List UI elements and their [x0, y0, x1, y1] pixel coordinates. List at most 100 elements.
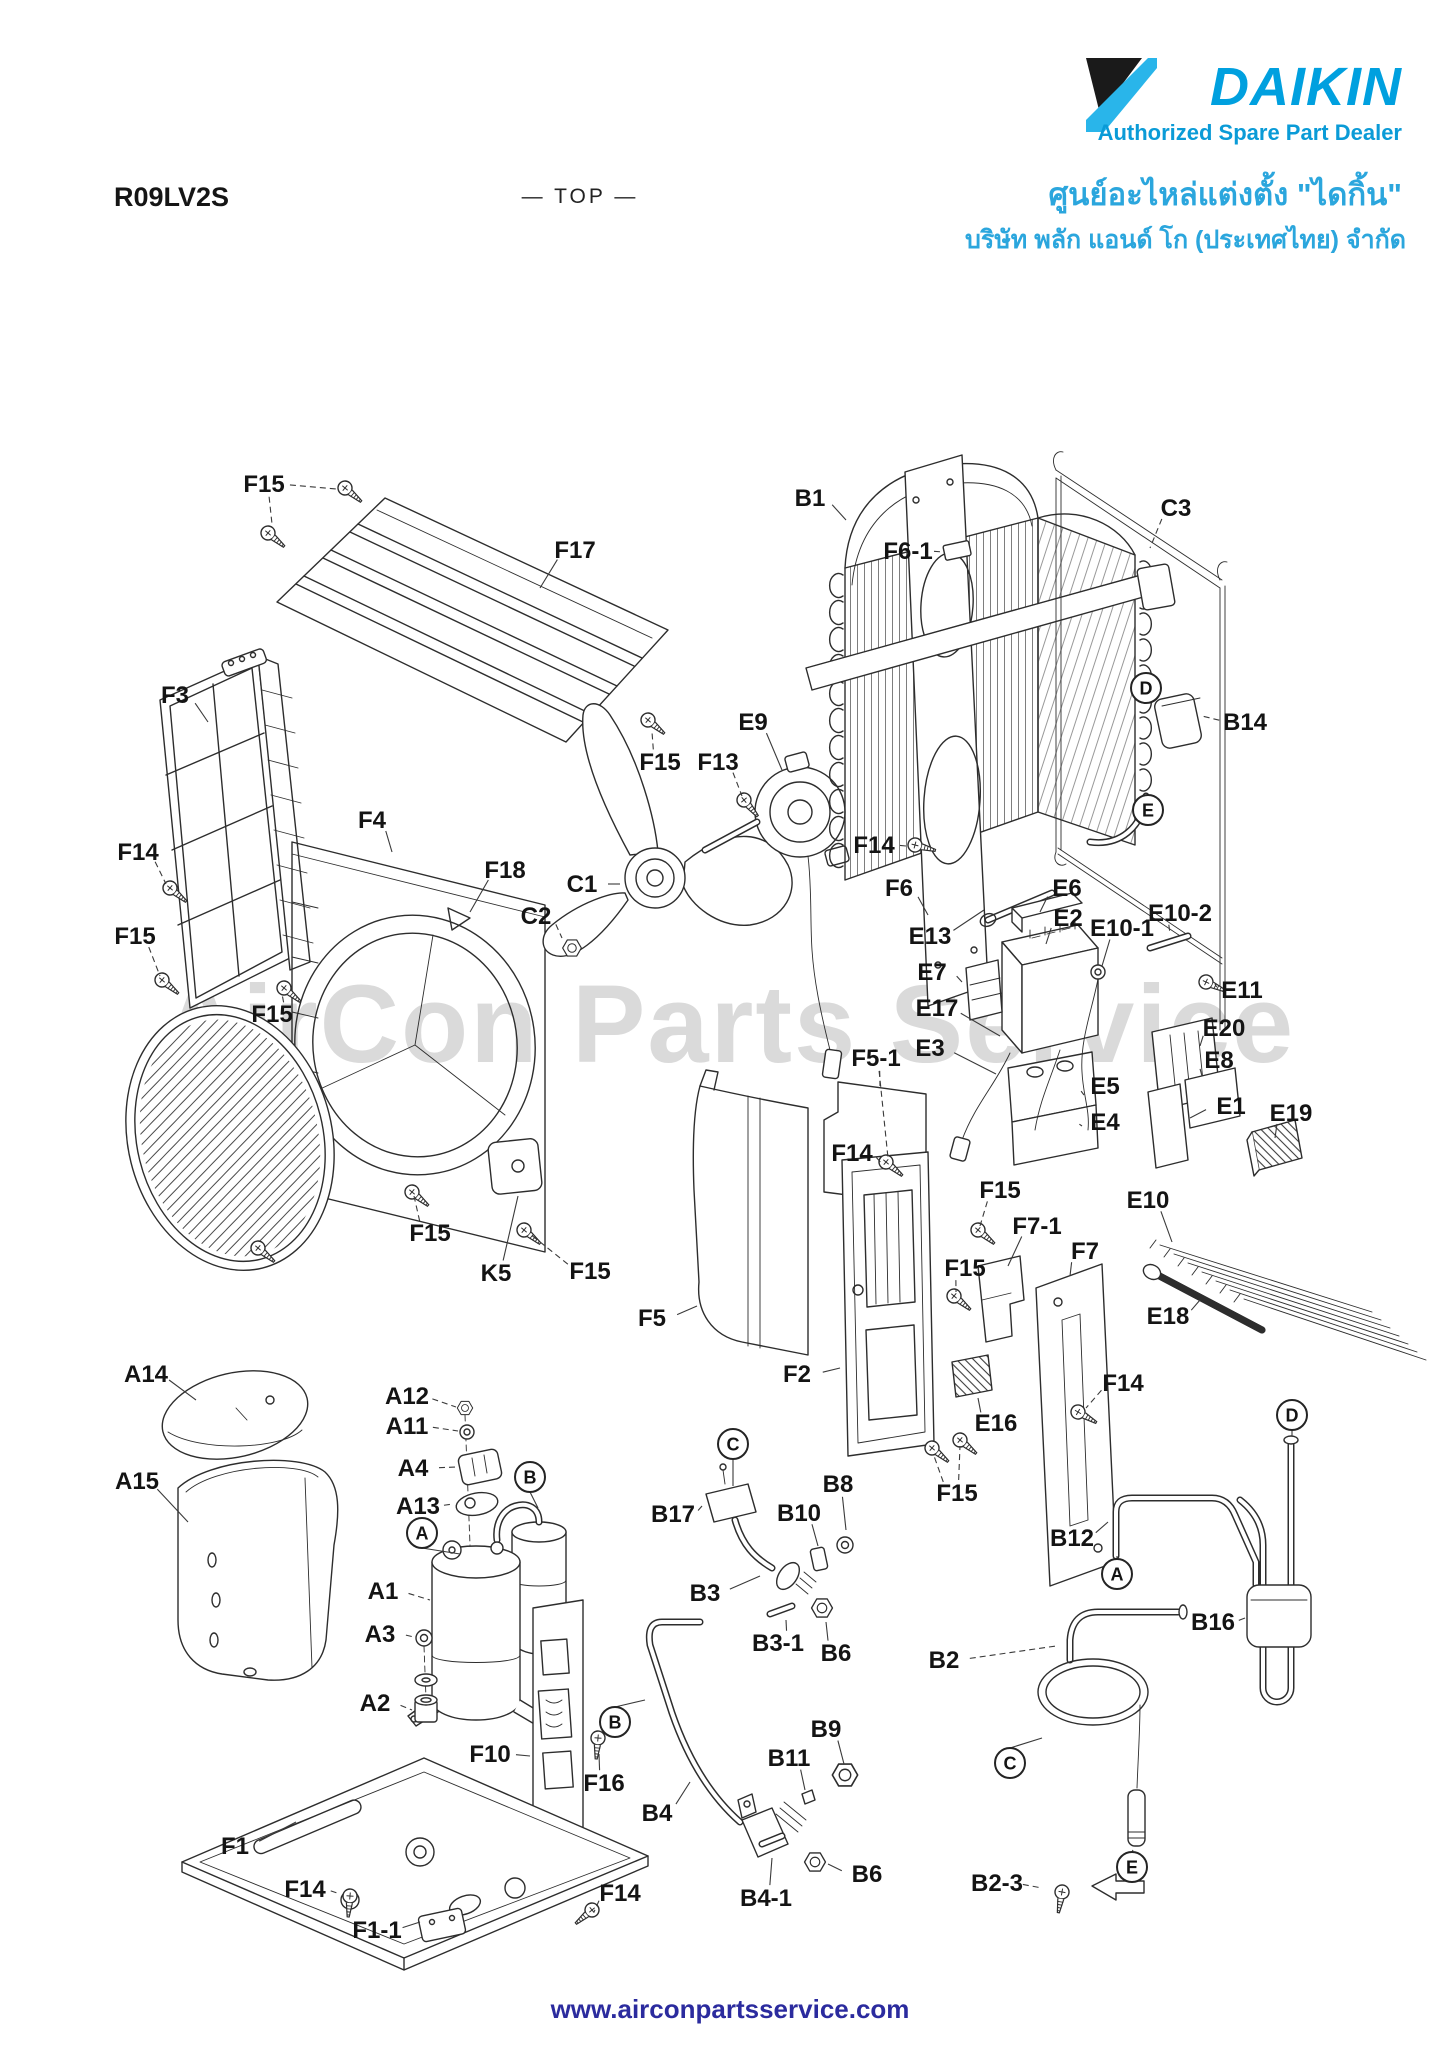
- model-number: R09LV2S: [114, 182, 229, 212]
- valve-pipes-b3: [705, 1463, 854, 1618]
- part-label-a15: A15: [115, 1468, 159, 1495]
- muffler-b16: [1246, 1584, 1312, 1648]
- leader-line: [1009, 1737, 1043, 1749]
- fan-motor-e9: [701, 751, 850, 1080]
- leader-line: [917, 896, 929, 916]
- part-label-b11: B11: [768, 1745, 811, 1772]
- ref-letter-e: E: [1142, 801, 1154, 821]
- part-label-f3: F3: [161, 682, 189, 709]
- cap-b6-2: [803, 1852, 827, 1872]
- leader-line: [933, 1455, 944, 1483]
- part-label-e13: E13: [909, 923, 952, 950]
- pipe-b2: [1037, 1604, 1188, 1847]
- ref-letter-b: B: [609, 1713, 622, 1733]
- leader-line: [1095, 1521, 1109, 1534]
- leader-line: [413, 1195, 421, 1222]
- part-label-f15: F15: [243, 471, 284, 498]
- ref-circle-b: [599, 1706, 631, 1738]
- leader-line: [969, 1645, 1057, 1659]
- part-label-f15: F15: [251, 1001, 292, 1028]
- ref-letter-c: C: [727, 1435, 740, 1455]
- leader-line: [405, 1634, 415, 1638]
- part-label-c1: C1: [567, 871, 598, 898]
- daikin-wordmark: DAIKIN: [1210, 57, 1402, 117]
- daikin-logo: DAIKIN Authorized Spare Part Dealer ศูนย…: [965, 57, 1406, 254]
- part-label-f4: F4: [358, 807, 387, 834]
- leader-line: [1080, 1090, 1085, 1096]
- part-label-e9: E9: [738, 709, 767, 736]
- part-label-e19: E19: [1270, 1100, 1313, 1127]
- part-label-f2: F2: [783, 1361, 811, 1388]
- part-label-f7: F7: [1071, 1238, 1099, 1265]
- base-pan-f1: [181, 1757, 649, 1971]
- part-label-b1: B1: [795, 485, 826, 512]
- ref-letter-d: D: [1140, 679, 1153, 699]
- leader-line: [933, 550, 945, 553]
- fitting-b3-1: [768, 1604, 794, 1616]
- ref-letter-b: B: [524, 1468, 537, 1488]
- leader-line: [555, 924, 563, 939]
- electrical-box-assembly: [949, 892, 1303, 1177]
- relay-e7: [965, 959, 1003, 1021]
- part-label-e2: E2: [1053, 905, 1082, 932]
- pipe-b4: [645, 1618, 859, 1872]
- leader-line: [1201, 715, 1220, 721]
- part-label-a12: A12: [385, 1383, 429, 1410]
- leader-line: [400, 1704, 413, 1711]
- part-label-b6: B6: [821, 1640, 852, 1667]
- leader-line: [502, 1195, 519, 1261]
- nut-b8: [836, 1536, 854, 1554]
- leader-line: [827, 1863, 843, 1872]
- leader-line: [825, 1621, 829, 1641]
- leader-line: [960, 1012, 1001, 1037]
- part-label-f14: F14: [831, 1140, 873, 1167]
- ref-circle-c: [717, 1428, 749, 1460]
- ref-circle-a: [1101, 1558, 1133, 1590]
- part-label-b4-1: B4-1: [740, 1885, 792, 1912]
- part-label-a2: A2: [360, 1690, 391, 1717]
- part-label-f6: F6: [885, 875, 913, 902]
- leader-line: [811, 1524, 819, 1547]
- part-label-b12: B12: [1050, 1525, 1094, 1552]
- part-label-b9: B9: [811, 1716, 842, 1743]
- cap-b6: [810, 1598, 834, 1618]
- pipe-b16-assembly: [1236, 1435, 1312, 1706]
- leader-line: [289, 484, 337, 490]
- part-label-f15: F15: [409, 1220, 450, 1247]
- spinner-nut-c2: [562, 939, 582, 957]
- footer-url[interactable]: www.airconpartsservice.com: [550, 1994, 910, 2024]
- leader-line: [529, 1233, 569, 1265]
- leader-line: [899, 844, 907, 847]
- part-label-f15: F15: [979, 1177, 1020, 1204]
- ref-circle-e: [1132, 794, 1164, 826]
- leader-line: [878, 1070, 889, 1159]
- part-label-f7-1: F7-1: [1012, 1213, 1061, 1240]
- sound-blanket-a15: [177, 1459, 339, 1681]
- part-label-f15: F15: [114, 923, 155, 950]
- leader-line: [438, 1466, 457, 1469]
- capillary-tubes-e10: [1142, 1239, 1427, 1361]
- part-label-c2: C2: [521, 903, 552, 930]
- part-label-e10-2: E10-2: [1148, 900, 1212, 927]
- part-label-a4: A4: [398, 1455, 429, 1482]
- part-label-e10: E10: [1127, 1187, 1170, 1214]
- leader-line: [258, 1821, 297, 1842]
- ref-circle-b: [514, 1461, 546, 1493]
- part-e4: [1011, 1104, 1099, 1166]
- part-label-b8: B8: [823, 1471, 854, 1498]
- leader-line: [953, 909, 985, 931]
- part-label-f15: F15: [944, 1255, 985, 1282]
- leader-line: [1238, 1617, 1246, 1621]
- thermistor-e10-1: [1090, 964, 1106, 980]
- fan-guard-c4: [125, 1004, 335, 1272]
- leader-line: [1069, 1262, 1073, 1277]
- ref-circle-a: [406, 1517, 438, 1549]
- ref-letter-e: E: [1126, 1858, 1138, 1878]
- leader-line: [614, 1699, 646, 1708]
- part-label-f14: F14: [599, 1880, 641, 1907]
- sleeve-b14: [1154, 693, 1202, 749]
- daikin-logo-mark-black: [1086, 58, 1142, 114]
- leader-line: [539, 559, 558, 589]
